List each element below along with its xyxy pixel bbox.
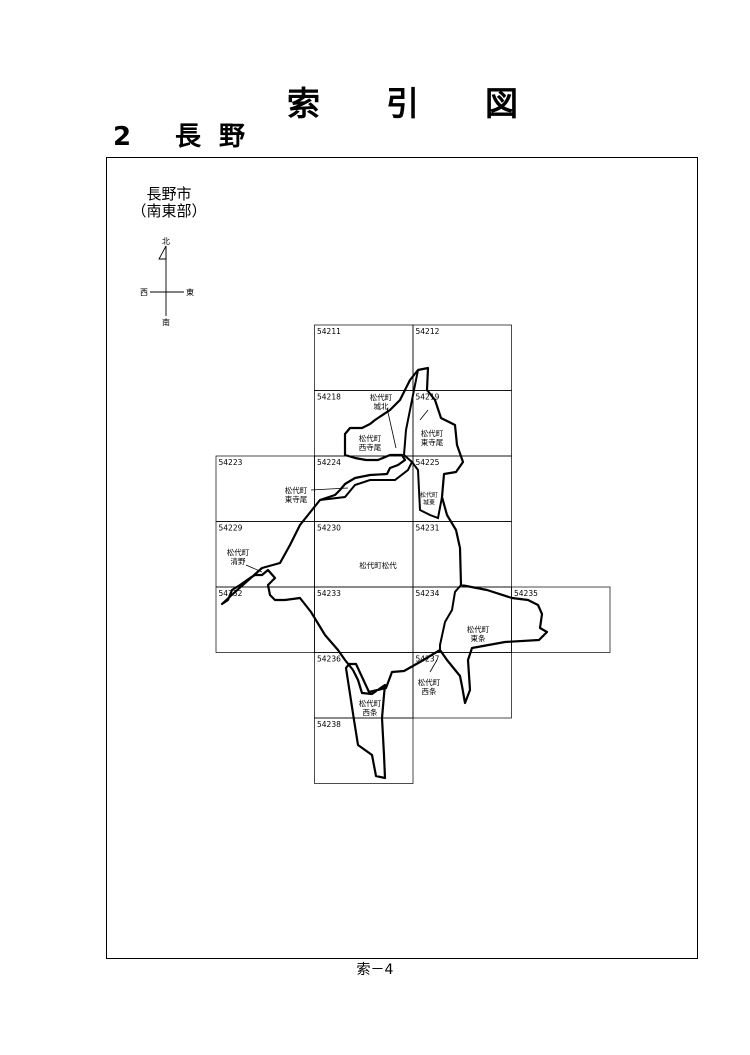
district-label-line: 城北 (374, 402, 389, 411)
page-number: 索－4 (356, 962, 394, 978)
section-number: 2 (113, 122, 132, 152)
district-label-line: 松代町 (370, 392, 393, 402)
district-label-line: 松代町 (227, 547, 250, 557)
district-label-line: 東寺尾 (285, 494, 308, 504)
district-label-line: 松代町 (359, 698, 382, 708)
sheet-number: 54237 (416, 655, 440, 664)
district-label-line: 西条 (422, 686, 437, 696)
sheet-cell[interactable]: 54231 (412, 521, 512, 588)
district-label-line: 東条 (471, 633, 486, 643)
sheet-rect[interactable] (412, 652, 512, 719)
section-char: 長 (175, 122, 202, 152)
sheet-cell[interactable]: 54211 (314, 324, 414, 391)
sheet-number: 54234 (416, 589, 440, 598)
sheet-rect[interactable] (314, 717, 414, 784)
district-labels: 松代町城北松代町西寺尾松代町東寺尾松代町東寺尾松代町城東松代町清野松代町松代松代… (227, 392, 490, 717)
leader-line (310, 487, 349, 491)
leader-lines (245, 407, 438, 673)
sheet-number: 54229 (219, 524, 243, 533)
district-label-line: 松代町 (418, 677, 441, 687)
index-map-title: 索 引 図 (0, 84, 750, 128)
district-label-line: 松代町 (421, 428, 444, 438)
sheet-rect[interactable] (511, 586, 611, 653)
district-label-line: 西条 (363, 707, 378, 717)
map-frame (106, 157, 698, 959)
section-char: 野 (219, 122, 246, 152)
district-label-line: 松代町 (359, 433, 382, 443)
district-divider (439, 584, 462, 650)
sheet-number: 54233 (317, 589, 341, 598)
sheet-number: 54211 (317, 327, 341, 336)
district-label-line: 西寺尾 (359, 443, 382, 452)
district-label-line: 清野 (231, 556, 246, 566)
title-char: 索 (287, 84, 320, 123)
district-label: 松代町松代 (359, 560, 397, 570)
area-name: （南東部） (131, 202, 207, 220)
district-label-line: 松代町 (285, 485, 308, 495)
sheet-number: 54219 (416, 393, 440, 402)
district-label-line: 松代町 (420, 491, 438, 499)
leader-line (419, 409, 429, 421)
compass-rose: 北 南 東 西 (140, 237, 194, 327)
sheet-number: 54225 (416, 458, 440, 467)
leader-line (245, 564, 263, 573)
north-arrow-icon (158, 245, 167, 260)
sheet-number: 54230 (317, 524, 341, 533)
city-name: 長野市 (146, 185, 192, 203)
sheet-cell[interactable]: 54238 (314, 717, 414, 784)
district-label-line: 城東 (423, 499, 435, 507)
sheet-grid: 54211 54212 54218 54219 54223 54224 54225 54229… (215, 324, 611, 784)
district-divider (403, 369, 419, 456)
compass-south: 南 (162, 317, 170, 327)
compass-north: 北 (162, 237, 170, 246)
sheet-number: 54224 (317, 458, 341, 467)
sheet-number: 54231 (416, 524, 440, 533)
sheet-cell[interactable]: 54225 (412, 455, 512, 522)
sheet-cell[interactable]: 54230 (314, 521, 414, 588)
title-char: 図 (485, 84, 518, 123)
sheet-number: 54218 (317, 393, 341, 402)
district-label-line: 東寺尾 (421, 437, 444, 447)
sheet-number: 54238 (317, 720, 341, 729)
leader-line (386, 407, 397, 449)
district-divider (411, 461, 443, 520)
compass-west: 西 (140, 288, 148, 297)
sheet-cell[interactable]: 54233 (314, 586, 414, 653)
sheet-number: 54235 (514, 589, 538, 598)
sheet-cell[interactable]: 54237 (412, 652, 512, 719)
compass-east: 東 (186, 287, 194, 297)
sheet-number: 54236 (317, 655, 341, 664)
leader-line (429, 659, 438, 673)
title-char: 引 (386, 84, 419, 123)
city-label: 長野市 （南東部） (106, 186, 232, 220)
sheet-number: 54212 (416, 327, 440, 336)
district-divider (319, 454, 414, 501)
district-boundary (220, 366, 549, 780)
district-label-line: 松代町松代 (359, 560, 397, 570)
district-label-line: 松代町 (467, 624, 490, 634)
sheet-number: 54223 (219, 458, 243, 467)
sheet-cell[interactable]: 54235 (511, 586, 611, 653)
